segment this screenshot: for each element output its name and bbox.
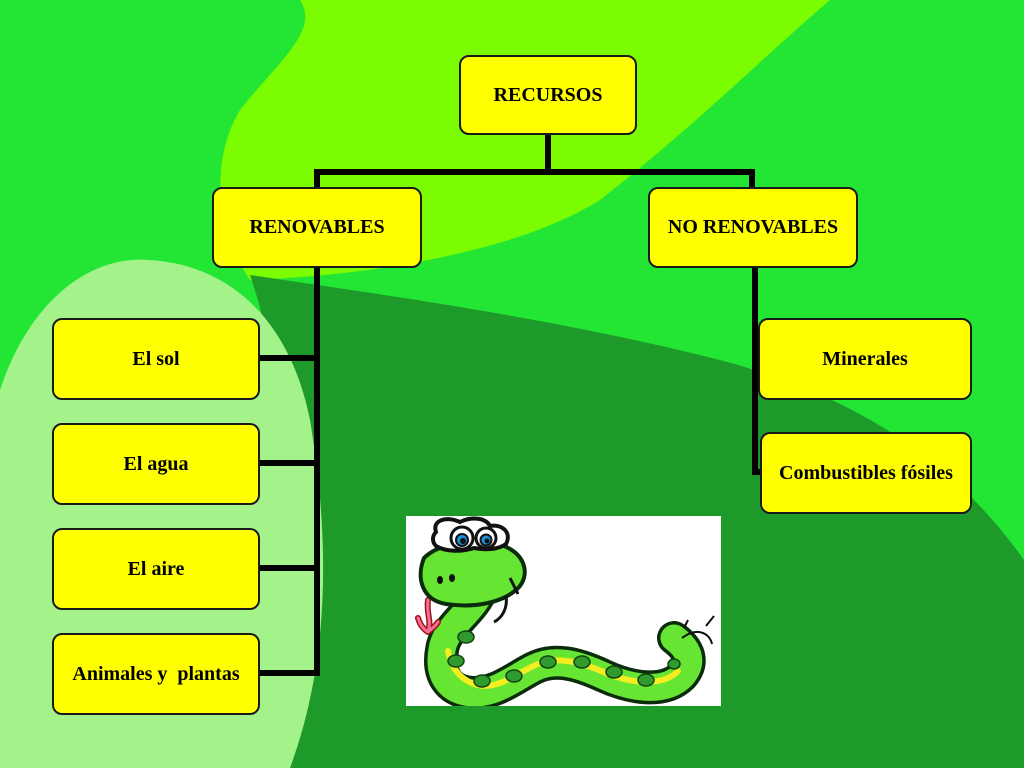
branch-node-renovables: RENOVABLES [212,187,422,268]
leaf-node-el-agua: El agua [52,423,260,505]
leaf-node-minerales: Minerales [758,318,972,400]
branch-node-no-renovables: NO RENOVABLES [648,187,858,268]
cartoon-snake-icon [406,516,721,710]
leaf-node-animales-y-plantas: Animales y plantas [52,633,260,715]
root-node-recursos: RECURSOS [459,55,637,135]
leaf-node-combustibles-fosiles: Combustibles fósiles [760,432,972,514]
leaf-node-el-sol: El sol [52,318,260,400]
leaf-node-el-aire: El aire [52,528,260,610]
